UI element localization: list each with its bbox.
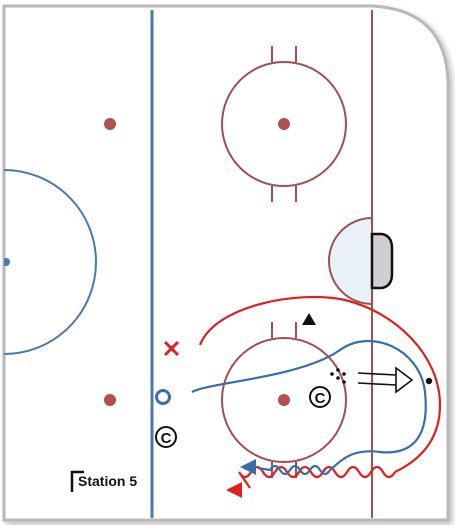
faceoff-circle-bottom	[221, 322, 347, 478]
skate-path-blue	[191, 339, 427, 471]
arrowhead-blue	[240, 459, 256, 475]
pass-arrow-icon	[357, 366, 414, 394]
center-dot	[4, 258, 10, 266]
faceoff-circle-top	[221, 46, 347, 202]
coach-2-letter: C	[161, 430, 172, 447]
rink-boards	[2, 4, 450, 522]
arrowhead-red	[226, 482, 242, 498]
cone-icon	[302, 313, 316, 325]
coach-icon: C	[309, 386, 331, 408]
neutral-faceoff-dot	[104, 394, 116, 406]
station-label-text: Station 5	[78, 473, 137, 489]
goal-crease	[328, 216, 373, 306]
stickhandle-path-blue	[257, 464, 331, 476]
station-label: Station 5	[70, 470, 137, 492]
net-icon	[370, 232, 394, 290]
center-circle	[4, 169, 97, 355]
coach-icon: C	[155, 426, 177, 448]
x-marker-icon	[163, 340, 180, 357]
neutral-faceoff-dot	[104, 118, 116, 130]
puck-icon	[425, 377, 433, 385]
skate-path-red	[198, 295, 442, 473]
o-marker-icon	[155, 389, 171, 405]
coach-1-letter: C	[315, 390, 326, 407]
puck-stack-icon	[330, 368, 346, 384]
stickhandle-path-red	[238, 465, 396, 489]
